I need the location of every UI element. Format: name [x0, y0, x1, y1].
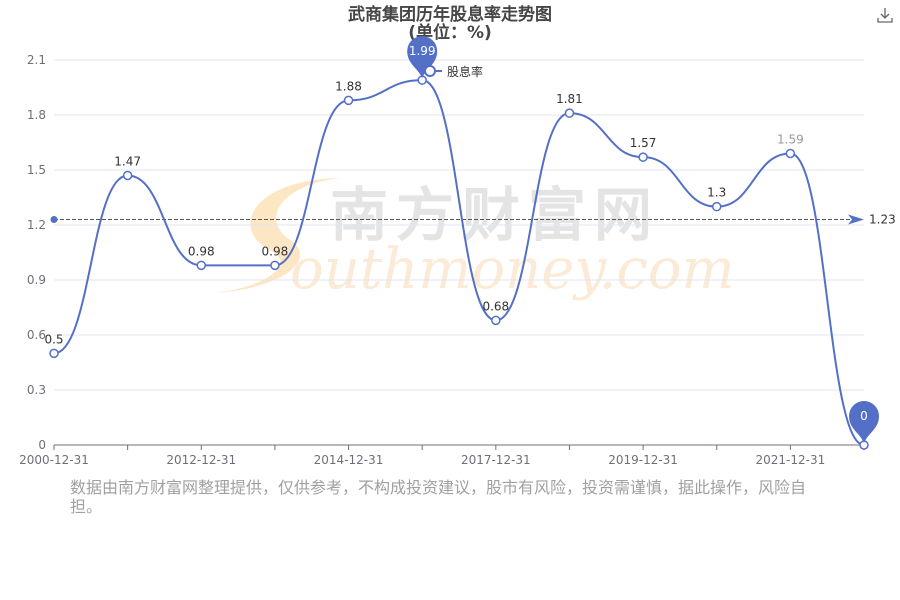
- min-marker-label: 0: [860, 409, 868, 423]
- x-tick-label: 2000-12-31: [19, 453, 89, 467]
- data-point: [49, 348, 59, 359]
- data-point: [122, 170, 133, 181]
- data-point: [196, 260, 207, 271]
- min-marker: [849, 401, 879, 443]
- chart-title: 武商集团历年股息率走势图: [348, 5, 552, 25]
- legend-marker-icon: [424, 65, 436, 77]
- average-line-start: [50, 216, 58, 223]
- data-point: [491, 315, 501, 326]
- average-line-arrow: [848, 214, 864, 225]
- y-tick-label: 0.3: [27, 383, 46, 397]
- data-label: 1.57: [630, 136, 657, 150]
- x-tick-label: 2019-12-31: [608, 453, 678, 467]
- watermark-en: outhmoney.com: [290, 237, 735, 302]
- series-line: [53, 79, 865, 446]
- data-label: 1.59: [777, 133, 804, 147]
- watermark-logo: [210, 178, 340, 293]
- y-tick-label: 0.9: [27, 273, 46, 287]
- data-label: 0.98: [188, 244, 215, 258]
- data-label: 0.5: [44, 332, 63, 346]
- y-tick-label: 0: [38, 438, 46, 452]
- y-tick-label: 0.6: [27, 328, 46, 342]
- watermark-cn: 南方财富网: [330, 181, 660, 249]
- data-point: [711, 201, 722, 212]
- data-label: 0.98: [262, 244, 289, 258]
- download-icon[interactable]: [876, 6, 894, 24]
- data-point: [785, 148, 796, 159]
- average-line-label: 1.23: [869, 213, 896, 227]
- max-marker: [407, 36, 438, 79]
- x-tick-label: 2012-12-31: [166, 453, 236, 467]
- data-label: 1.81: [556, 92, 583, 106]
- data-point: [343, 95, 354, 106]
- data-point: [638, 152, 648, 162]
- y-tick-label: 1.8: [27, 108, 46, 122]
- data-point: [564, 108, 575, 118]
- y-tick-label: 2.1: [27, 53, 46, 67]
- data-label: 1.47: [114, 155, 141, 169]
- y-tick-label: 1.5: [27, 163, 46, 177]
- disclaimer-text: 数据由南方财富网整理提供，仅供参考，不构成投资建议，股市有风险，投资需谨慎，据此…: [70, 478, 807, 516]
- max-marker-label: 1.99: [409, 44, 436, 58]
- y-tick-label: 1.2: [27, 218, 46, 232]
- data-label: 0.68: [482, 299, 509, 313]
- data-label: 1.88: [335, 79, 362, 93]
- x-tick-label: 2017-12-31: [461, 453, 531, 467]
- x-tick-label: 2014-12-31: [314, 453, 384, 467]
- x-tick-label: 2021-12-31: [755, 453, 825, 467]
- data-label: 1.3: [707, 186, 726, 200]
- data-point: [270, 260, 280, 271]
- legend-label: 股息率: [447, 64, 483, 79]
